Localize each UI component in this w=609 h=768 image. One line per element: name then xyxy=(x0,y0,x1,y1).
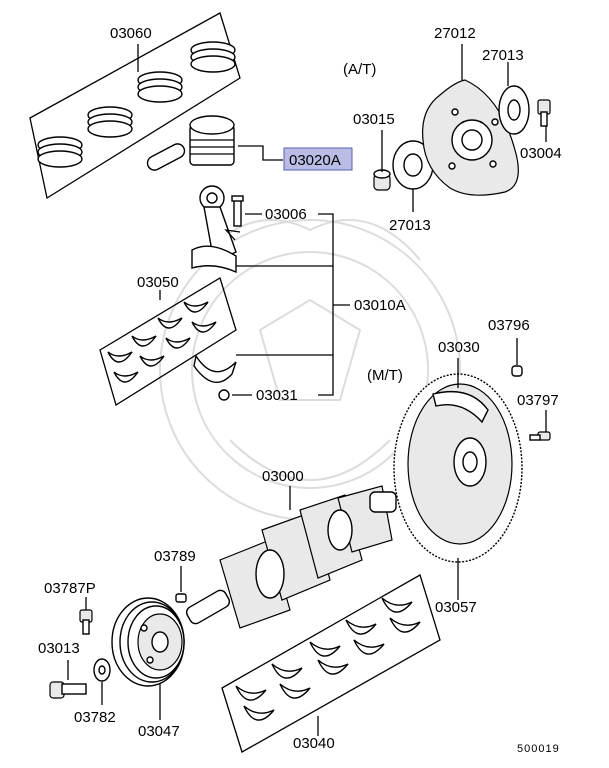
label-27013-top[interactable]: 27013 xyxy=(482,47,524,64)
label-27013-bottom[interactable]: 27013 xyxy=(389,217,431,234)
label-03782[interactable]: 03782 xyxy=(74,709,116,726)
label-03006[interactable]: 03006 xyxy=(265,206,307,223)
adapter-plate-rear[interactable] xyxy=(392,140,434,190)
converter-bolt-spacer[interactable] xyxy=(373,169,391,191)
drive-plate[interactable] xyxy=(422,79,519,196)
label-03789[interactable]: 03789 xyxy=(154,548,196,565)
connecting-rod[interactable] xyxy=(191,185,244,274)
label-03000[interactable]: 03000 xyxy=(262,468,304,485)
flywheel-dowel-pin[interactable] xyxy=(511,365,523,377)
flywheel[interactable] xyxy=(393,373,523,563)
pulley-bolt-p[interactable] xyxy=(79,609,93,635)
label-03020A[interactable]: 03020A xyxy=(289,152,341,169)
label-03047[interactable]: 03047 xyxy=(138,723,180,740)
label-03057[interactable]: 03057 xyxy=(435,599,477,616)
label-03030[interactable]: 03030 xyxy=(438,339,480,356)
adapter-plate-front[interactable] xyxy=(498,85,530,135)
label-03031[interactable]: 03031 xyxy=(256,387,298,404)
piston-assembly[interactable] xyxy=(145,115,235,173)
label-03796[interactable]: 03796 xyxy=(488,317,530,334)
label-03787P[interactable]: 03787P xyxy=(44,580,96,597)
label-03020A-highlighted[interactable]: 03020A xyxy=(283,147,353,171)
variant-mt-label: (M/T) xyxy=(367,367,403,384)
pulley-washer[interactable] xyxy=(93,658,111,682)
label-03050[interactable]: 03050 xyxy=(137,274,179,291)
drive-plate-bolt[interactable] xyxy=(537,99,551,127)
label-03004[interactable]: 03004 xyxy=(520,145,562,162)
label-03060[interactable]: 03060 xyxy=(110,25,152,42)
crankshaft-key[interactable] xyxy=(175,593,187,603)
connecting-rod-cap[interactable] xyxy=(193,354,237,401)
crankshaft-pulley[interactable] xyxy=(111,597,185,687)
label-03797[interactable]: 03797 xyxy=(517,392,559,409)
label-03040[interactable]: 03040 xyxy=(293,735,335,752)
main-bearing-set[interactable] xyxy=(221,574,441,753)
rod-bearing-set[interactable] xyxy=(99,277,237,407)
pulley-bolt[interactable] xyxy=(49,681,87,699)
label-03010A[interactable]: 03010A xyxy=(354,297,406,314)
label-27012[interactable]: 27012 xyxy=(434,25,476,42)
flywheel-bolt[interactable] xyxy=(529,431,551,441)
crankshaft[interactable] xyxy=(184,485,397,629)
piston-ring-set[interactable] xyxy=(29,12,241,200)
variant-at-label: (A/T) xyxy=(343,61,376,78)
diagram-code: 500019 xyxy=(517,743,560,755)
label-03015[interactable]: 03015 xyxy=(353,111,395,128)
label-03013[interactable]: 03013 xyxy=(38,640,80,657)
